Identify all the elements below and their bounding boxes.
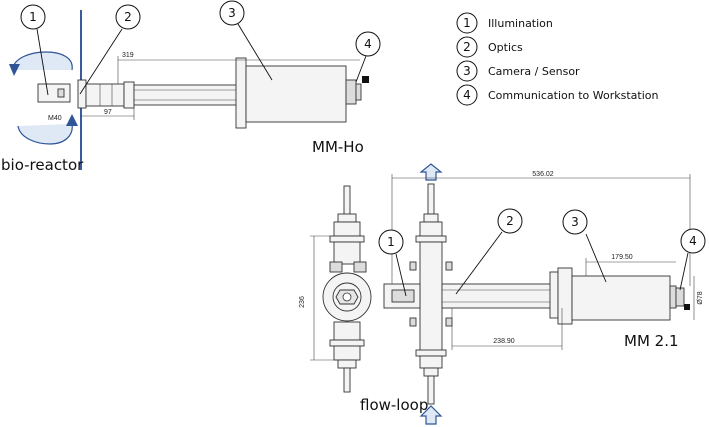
bottom-device: 236	[299, 163, 706, 425]
top-device-name: MM-Ho	[312, 138, 364, 156]
side-view: 236	[299, 185, 372, 393]
bottom-callout-2	[497, 208, 523, 234]
bottom-callout-1	[378, 229, 404, 255]
svg-text:2: 2	[463, 40, 471, 54]
bottom-callout-4	[680, 228, 706, 254]
bottom-callout-3	[562, 209, 588, 235]
legend-marker-1	[456, 12, 478, 34]
svg-text:3: 3	[571, 215, 579, 229]
dim-length-label: 319	[122, 52, 134, 59]
front-view: 536.02 179.50 238.90 Ø78	[383, 163, 704, 425]
top-callout-3	[219, 0, 245, 26]
legend-marker-2	[456, 36, 478, 58]
top-callout-4	[355, 31, 381, 57]
dim-diameter-label: Ø78	[697, 291, 704, 304]
dim-offset-label: 97	[104, 109, 112, 116]
flow-arrow-bottom-icon	[419, 405, 443, 425]
svg-text:1: 1	[387, 235, 395, 249]
top-device: 319 97 M40 1 2 3 4 bio-reactor MM-Ho	[1, 0, 381, 174]
flow-loop-label: flow-loop	[360, 396, 428, 414]
thread-label: M40	[48, 115, 62, 122]
svg-text:2: 2	[506, 214, 514, 228]
svg-text:1: 1	[29, 10, 37, 24]
dim-optics-length-label: 238.90	[493, 338, 515, 345]
dim-total-length-label: 536.02	[532, 171, 554, 178]
legend-label-1: Illumination	[488, 17, 553, 30]
svg-text:4: 4	[364, 37, 372, 51]
flow-arrow-top-icon	[419, 163, 443, 181]
legend-marker-3	[456, 60, 478, 82]
svg-text:4: 4	[463, 88, 471, 102]
svg-text:3: 3	[228, 6, 236, 20]
legend-label-3: Camera / Sensor	[488, 65, 580, 78]
dim-camera-length-label: 179.50	[611, 254, 633, 261]
top-callout-1	[20, 4, 46, 30]
svg-text:1: 1	[463, 16, 471, 30]
legend-label-2: Optics	[488, 41, 523, 54]
legend: 1 Illumination 2 Optics 3 Camera / Senso…	[456, 12, 658, 106]
dim-height-label: 236	[299, 296, 306, 308]
top-callout-2	[115, 4, 141, 30]
svg-text:2: 2	[124, 10, 132, 24]
svg-text:3: 3	[463, 64, 471, 78]
legend-label-4: Communication to Workstation	[488, 89, 658, 102]
bio-reactor-label: bio-reactor	[1, 156, 84, 174]
svg-text:4: 4	[689, 234, 697, 248]
bottom-device-name: MM 2.1	[624, 332, 679, 350]
legend-marker-4	[456, 84, 478, 106]
